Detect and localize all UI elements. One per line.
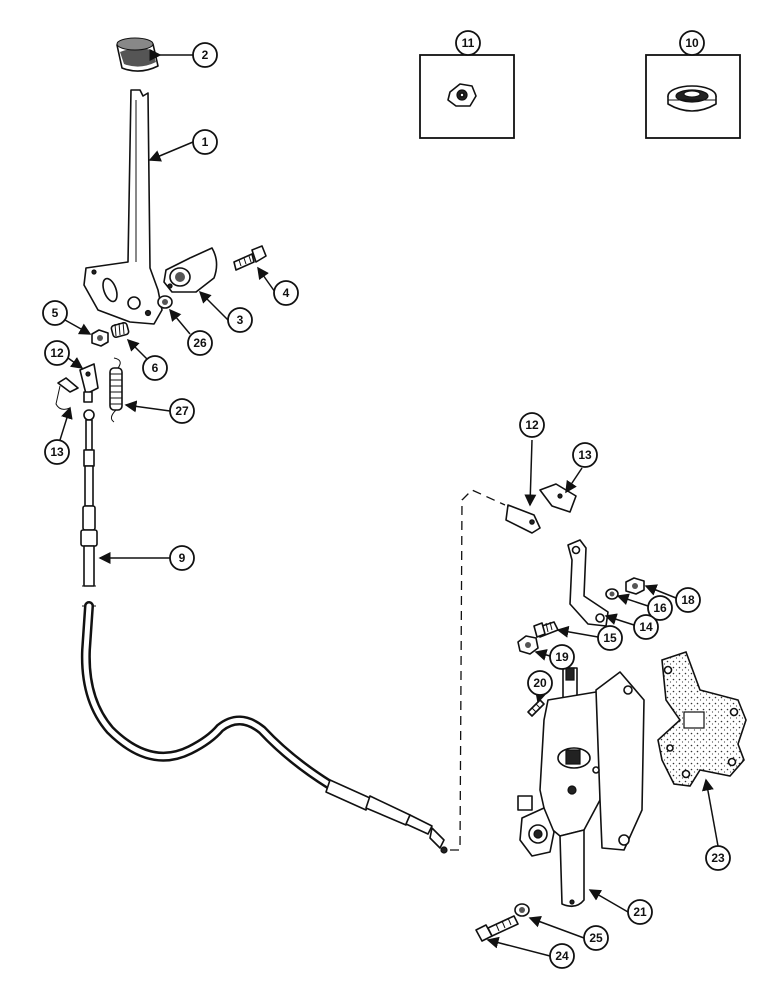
lead-line [59,406,73,441]
lead-line [534,649,551,661]
gasket-part [657,650,747,787]
roll-pin-part [527,699,545,717]
callout-label: 12 [525,418,539,432]
callout-14: 14 [633,614,659,640]
inset-box-11 [419,54,515,139]
callout-label: 19 [555,650,569,664]
lead-line [535,690,547,704]
callout-12-right: 12 [519,412,545,438]
callout-label: 10 [685,36,699,50]
nut-part [625,577,645,595]
lead-line [64,319,92,335]
callout-13-left: 13 [44,439,70,465]
callout-1: 1 [192,129,218,155]
callout-label: 13 [50,445,64,459]
lever-arm-part [567,539,609,627]
callout-15: 15 [597,625,623,651]
callout-18: 18 [675,587,701,613]
pivot-bracket-part [163,247,218,293]
callout-label: 20 [533,676,547,690]
lead-line [486,936,551,957]
lead-line [198,290,229,321]
callout-label: 15 [603,631,617,645]
callout-5: 5 [42,300,68,326]
washer-part [157,295,173,309]
callout-label: 23 [711,851,725,865]
nut-part [517,635,539,655]
callout-20: 20 [527,670,553,696]
lead-line [701,778,719,847]
retaining-clip-part [55,377,79,410]
knob-part [116,37,159,72]
callout-24: 24 [549,943,575,969]
lead-line [524,439,537,507]
callout-2: 2 [192,42,218,68]
inset-box-10 [645,54,741,139]
lead-line [126,338,151,363]
bolt-part [233,245,267,271]
callout-label: 27 [175,404,189,418]
callout-label: 21 [633,905,647,919]
nut-part [91,329,109,347]
clevis-part [79,363,99,403]
callout-label: 5 [52,306,59,320]
small-spring-part [110,321,130,338]
callout-21: 21 [627,899,653,925]
control-lever-part [83,89,163,325]
washer-part [514,903,530,917]
lead-line [67,357,84,369]
callout-6: 6 [142,355,168,381]
callout-label: 25 [589,931,603,945]
callout-9: 9 [169,545,195,571]
callout-19: 19 [549,644,575,670]
lead-line [588,889,629,913]
callout-label: 12 [50,346,64,360]
callout-11: 11 [455,30,481,56]
callout-16: 16 [647,595,673,621]
clevis-part [505,504,541,534]
callout-label: 16 [653,601,667,615]
callout-12-left: 12 [44,340,70,366]
lead-line [556,625,599,638]
lead-line [257,266,276,293]
valve-body-part [517,667,645,908]
lead-line [148,141,194,162]
callout-label: 13 [578,448,592,462]
stud-part [533,621,559,638]
cable-sheath-part [80,601,448,854]
callout-label: 9 [179,551,186,565]
lead-line [124,400,171,413]
callout-23: 23 [705,845,731,871]
lead-line [169,308,191,335]
callout-3: 3 [227,307,253,333]
control-cable-part [80,409,98,607]
callout-label: 4 [283,286,290,300]
lead-line [644,584,677,599]
lead-line [565,467,583,494]
lead-line [528,916,585,939]
callout-label: 24 [555,949,569,963]
callout-4: 4 [273,280,299,306]
callout-25: 25 [583,925,609,951]
callout-label: 3 [237,313,244,327]
callout-label: 2 [202,48,209,62]
callout-label: 11 [462,36,475,50]
return-spring-part [109,357,123,423]
lead-line [616,593,649,607]
connection-dashed-line [450,489,506,851]
callout-label: 18 [681,593,695,607]
callout-label: 6 [152,361,159,375]
callout-27: 27 [169,398,195,424]
lead-line [604,613,635,626]
callout-26: 26 [187,330,213,356]
callout-label: 26 [193,336,207,350]
washer-part [605,588,619,600]
bolt-part [475,915,519,942]
callout-13-right: 13 [572,442,598,468]
retaining-clip-part [539,483,577,513]
callout-10: 10 [679,30,705,56]
callout-label: 14 [639,620,653,634]
callout-label: 1 [202,135,209,149]
